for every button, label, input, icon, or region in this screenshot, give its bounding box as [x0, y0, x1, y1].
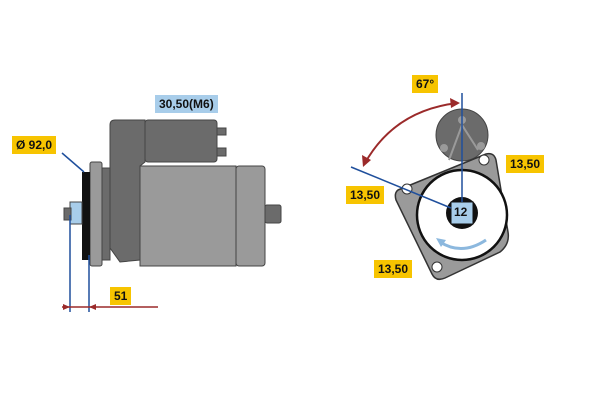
mount-hole-label-left: 13,50: [346, 186, 385, 204]
front-view-dimensions: [350, 93, 463, 209]
side-view-dimensions: [61, 152, 158, 312]
pinion-teeth-label: 12: [454, 205, 468, 219]
angle-label: 67°: [412, 75, 439, 93]
pinion-gear-icon: [446, 197, 478, 229]
mount-hole-label-bottom: 13,50: [374, 260, 413, 278]
mount-hole-label-right: 13,50: [506, 155, 545, 173]
front-view-motor: [394, 108, 510, 281]
flange-diameter-label: Ø 92,0: [12, 136, 57, 154]
terminal-label: 30,50(M6): [155, 95, 218, 113]
side-view-motor: [63, 119, 282, 267]
flange-to-pinion-label: 51: [110, 287, 132, 305]
